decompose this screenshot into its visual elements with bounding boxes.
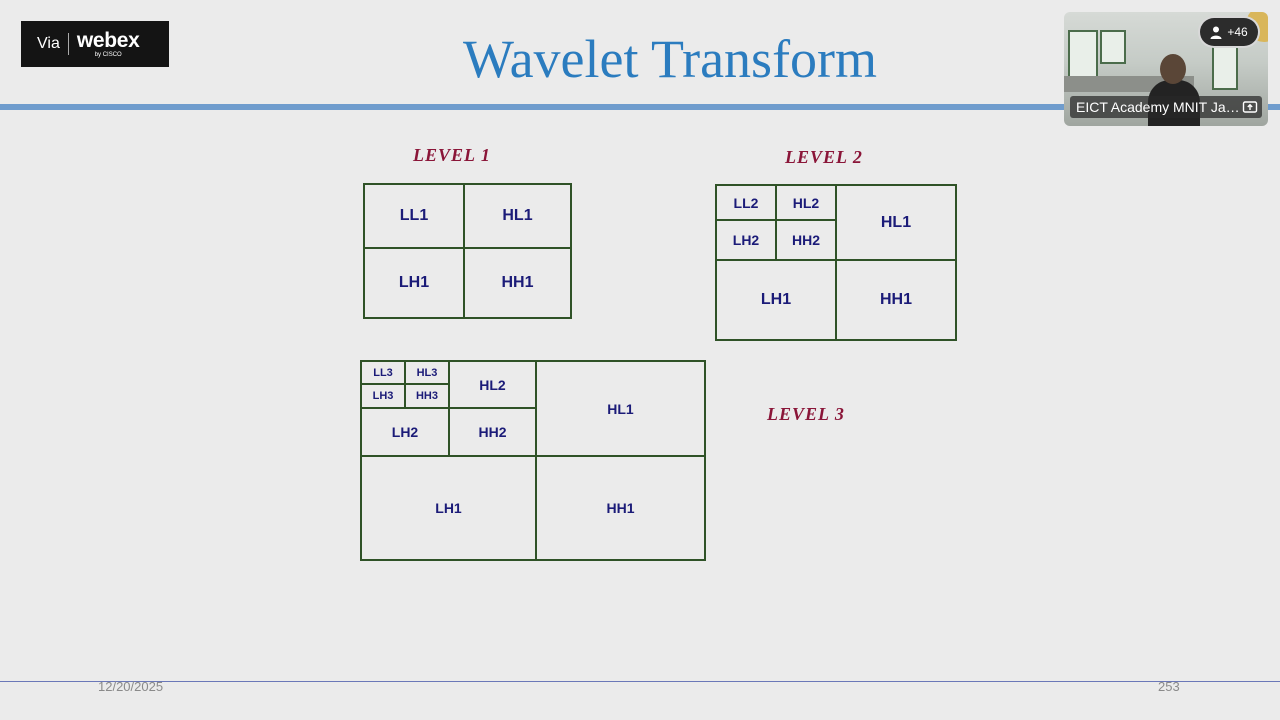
expand-icon[interactable]: [1242, 99, 1258, 115]
participant-count: +46: [1227, 25, 1248, 39]
level2-label: LEVEL 2: [785, 147, 863, 167]
slide-number: 253: [1158, 679, 1180, 694]
level2-cell-lh2: LH2: [717, 221, 777, 261]
participants-button[interactable]: +46: [1200, 18, 1258, 46]
level1-cell-ll1: LL1: [365, 185, 465, 249]
level2-cell-lh1: LH1: [717, 261, 837, 339]
video-person-head: [1160, 54, 1186, 84]
level3-cell-hh1: HH1: [606, 500, 635, 516]
level1-cell-hh1: HH1: [501, 274, 534, 291]
level3-cell-lh1: LH1: [362, 457, 537, 559]
level2-cell-hh1: HH1: [879, 291, 912, 308]
level3-cell-ll3: LL3: [362, 362, 406, 385]
level3-grid: LL3 HL3 LH3 HH3 HL2 LH2 HH2 HL1 LH1 HH1: [360, 360, 706, 561]
title-divider: [0, 104, 1280, 110]
level3-cell-lh3: LH3: [362, 385, 406, 409]
level3-label: LEVEL 3: [767, 404, 845, 424]
badge-byline: by CISCO: [94, 52, 122, 58]
level2-cell-hh2: HH2: [777, 221, 837, 261]
level1-label: LEVEL 1: [413, 145, 491, 165]
participant-video-tile[interactable]: +46 EICT Academy MNIT Jaipur: [1064, 12, 1268, 126]
level3-cell-lh2: LH2: [362, 409, 450, 457]
badge-brand: webex by CISCO: [77, 30, 140, 58]
badge-divider: [67, 33, 69, 55]
level3-cell-hh2: HH2: [450, 409, 537, 457]
slide-date: 12/20/2025: [98, 679, 164, 694]
slide-title: Wavelet Transform: [462, 29, 878, 89]
level2-grid: LL2 HL2 LH2 HH2 HL1 LH1 HH1: [715, 184, 957, 341]
level3-cell-hl2: HL2: [450, 362, 537, 409]
footer-divider: [0, 681, 1280, 682]
level1-cell-hl1: HL1: [465, 185, 570, 249]
level3-cell-hh3: HH3: [406, 385, 450, 409]
participant-name-bar: EICT Academy MNIT Jaipur: [1070, 96, 1262, 118]
video-window-left: [1068, 30, 1098, 82]
level1-grid: LL1 HL1 LH1 HH1: [363, 183, 572, 319]
level2-cell-ll2: LL2: [717, 186, 777, 221]
level3-cell-hl1: HL1: [537, 362, 704, 457]
webex-badge: Via webex by CISCO: [21, 21, 169, 67]
video-window-mid: [1100, 30, 1126, 64]
participant-name: EICT Academy MNIT Jaipur: [1076, 99, 1242, 115]
level3-cell-hl3: HL3: [406, 362, 450, 385]
badge-via: Via: [37, 35, 60, 52]
level2-cell-hl2: HL2: [777, 186, 837, 221]
badge-webex: webex: [76, 29, 140, 52]
level1-cell-lh1: LH1: [365, 249, 465, 317]
level2-cell-hl1: HL1: [837, 186, 955, 261]
person-icon: [1210, 26, 1222, 39]
